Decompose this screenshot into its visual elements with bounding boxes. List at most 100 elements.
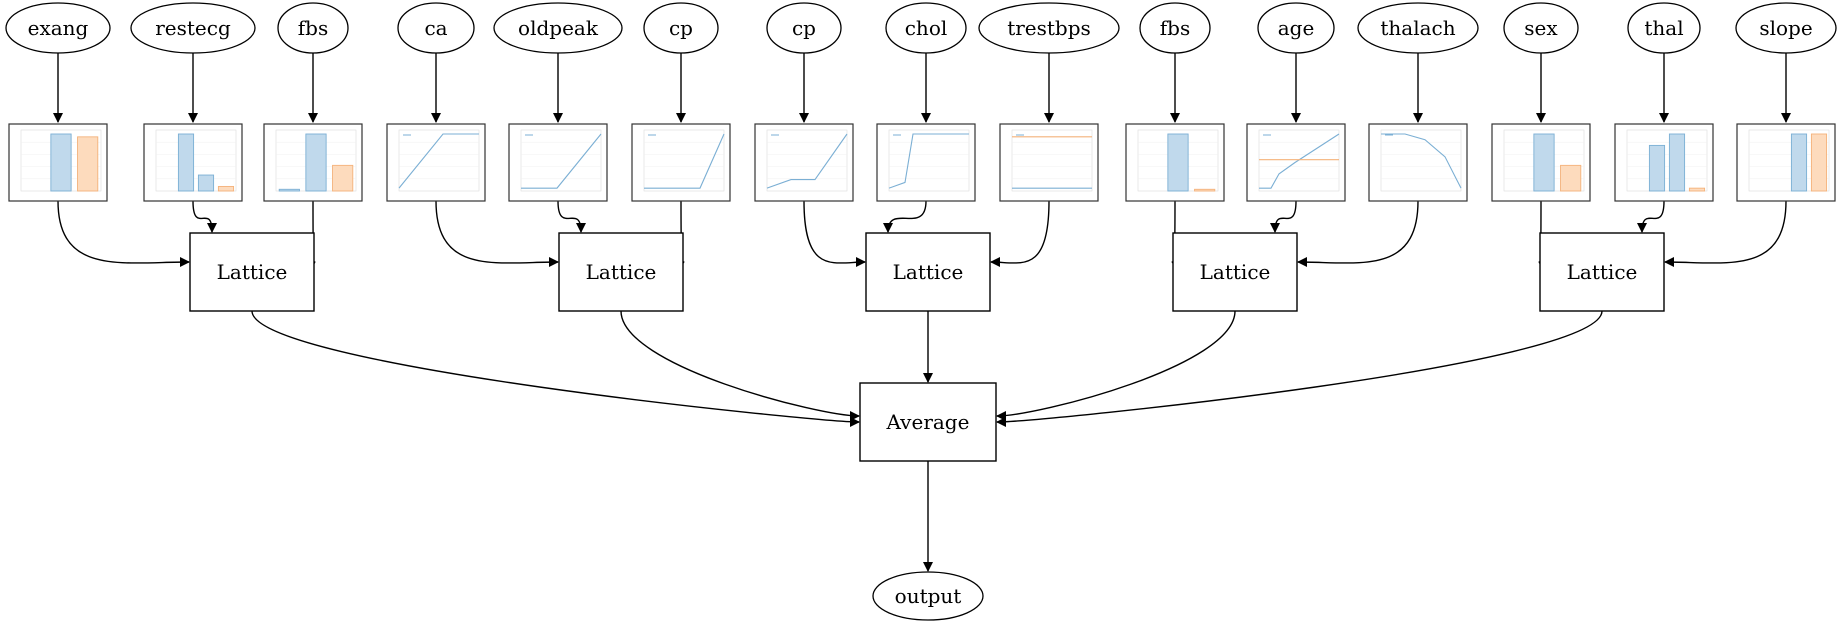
- input-label: exang: [28, 16, 89, 40]
- calibrator-axes: [643, 129, 725, 192]
- edge-calibrator-to-lattice: [1297, 200, 1419, 268]
- input-label: ca: [424, 16, 447, 40]
- calibrator-plot-oldpeak: [508, 123, 608, 202]
- lattice-label: Lattice: [586, 260, 657, 284]
- calibrator-bar: [1810, 133, 1828, 192]
- input-node-thalach: thalach: [1357, 2, 1479, 54]
- calibrator-bar: [278, 188, 300, 192]
- calibrator-curve: [766, 133, 848, 189]
- input-ellipse: [1357, 2, 1479, 54]
- edge-calibrator-to-lattice: [192, 200, 217, 233]
- input-node-ca: ca: [397, 2, 475, 54]
- input-label: cp: [792, 16, 816, 40]
- input-label: age: [1278, 16, 1315, 40]
- input-label: trestbps: [1007, 16, 1091, 40]
- calibrator-axes: [766, 129, 848, 192]
- input-node-slope: slope: [1735, 2, 1837, 54]
- edge-calibrator-to-lattice: [1664, 200, 1787, 268]
- calibrator-plot-fbs: [1125, 123, 1225, 202]
- lattice-box: [1172, 232, 1298, 312]
- calibrator-plot-fbs: [263, 123, 363, 202]
- calibrator-plot-thalach: [1368, 123, 1468, 202]
- input-node-trestbps: trestbps: [978, 2, 1120, 54]
- calibrator-axes: [1380, 129, 1462, 192]
- edge-calibrator-to-lattice: [435, 200, 559, 268]
- calibrator-bar: [1560, 164, 1582, 192]
- edge-calibrator-to-lattice: [1270, 200, 1297, 233]
- output-ellipse: [872, 571, 984, 621]
- calibrator-frame: [1368, 123, 1468, 202]
- lattice-node: Lattice: [1539, 232, 1665, 312]
- calibrator-axes: [1748, 129, 1830, 192]
- edge-lattice-to-average: [620, 310, 860, 421]
- calibrator-curve: [398, 133, 479, 189]
- calibrator-bar: [1668, 133, 1686, 192]
- calibrator-bar: [1533, 133, 1555, 192]
- calibrator-frame: [754, 123, 854, 202]
- input-label: restecg: [155, 16, 231, 40]
- calibrator-curve: [644, 133, 725, 189]
- lattice-label: Lattice: [217, 260, 288, 284]
- lattice-box: [1539, 232, 1665, 312]
- input-label: chol: [905, 16, 948, 40]
- calibrator-bar: [1688, 187, 1706, 192]
- calibrator-plot-restecg: [143, 123, 243, 202]
- input-label: fbs: [1160, 16, 1190, 40]
- calibrator-bar: [217, 185, 235, 192]
- calibrator-plot-sex: [1491, 123, 1591, 202]
- calibrator-frame: [508, 123, 608, 202]
- calibrator-bar: [77, 136, 99, 192]
- calibrator-bar: [50, 133, 72, 192]
- average-label: Average: [886, 410, 970, 434]
- edge-calibrator-to-lattice: [57, 200, 190, 268]
- calibrator-curve: [1381, 133, 1462, 189]
- edge-calibrator-to-lattice: [557, 200, 586, 233]
- input-ellipse: [493, 2, 623, 54]
- lattice-label: Lattice: [1200, 260, 1271, 284]
- input-ellipse: [1735, 2, 1837, 54]
- edge-calibrator-to-lattice: [883, 200, 927, 233]
- input-label: sex: [1524, 16, 1558, 40]
- output-label: output: [895, 584, 962, 608]
- input-node-thal: thal: [1627, 2, 1701, 54]
- calibrator-plot-cp: [631, 123, 731, 202]
- input-ellipse: [1257, 2, 1335, 54]
- calibrator-bar: [197, 174, 215, 192]
- lattice-label: Lattice: [1567, 260, 1638, 284]
- calibrator-axes: [1258, 129, 1340, 192]
- input-ellipse: [1503, 2, 1579, 54]
- calibrator-frame: [386, 123, 486, 202]
- input-label: slope: [1759, 16, 1812, 40]
- calibrator-axes: [155, 129, 237, 192]
- calibrator-plot-cp: [754, 123, 854, 202]
- calibrator-bar: [305, 133, 327, 192]
- calibrator-bar: [1790, 133, 1808, 192]
- calibrator-curve: [1259, 133, 1340, 189]
- input-ellipse: [978, 2, 1120, 54]
- input-ellipse: [643, 2, 719, 54]
- input-label: oldpeak: [518, 16, 599, 40]
- calibrator-plot-thal: [1614, 123, 1714, 202]
- edge-lattice-to-average: [251, 310, 860, 427]
- input-ellipse: [1139, 2, 1211, 54]
- lattice-label: Lattice: [893, 260, 964, 284]
- calibrator-bar: [1194, 188, 1216, 192]
- edge-calibrator-to-lattice: [1637, 200, 1665, 233]
- input-node-fbs: fbs: [1139, 2, 1211, 54]
- calibrator-plot-ca: [386, 123, 486, 202]
- input-node-age: age: [1257, 2, 1335, 54]
- calibrator-bar: [1167, 133, 1189, 192]
- calibrator-plot-age: [1246, 123, 1346, 202]
- lattice-node: Lattice: [1172, 232, 1298, 312]
- input-ellipse: [397, 2, 475, 54]
- average-node: Average: [859, 382, 997, 462]
- input-ellipse: [1627, 2, 1701, 54]
- edge-lattice-to-average: [996, 310, 1603, 427]
- calibrator-axes: [888, 129, 970, 192]
- input-label: thalach: [1380, 16, 1455, 40]
- calibrator-curve: [521, 133, 602, 189]
- calibrator-plot-trestbps: [999, 123, 1099, 202]
- calibrator-axes: [398, 129, 480, 192]
- input-ellipse: [5, 2, 111, 54]
